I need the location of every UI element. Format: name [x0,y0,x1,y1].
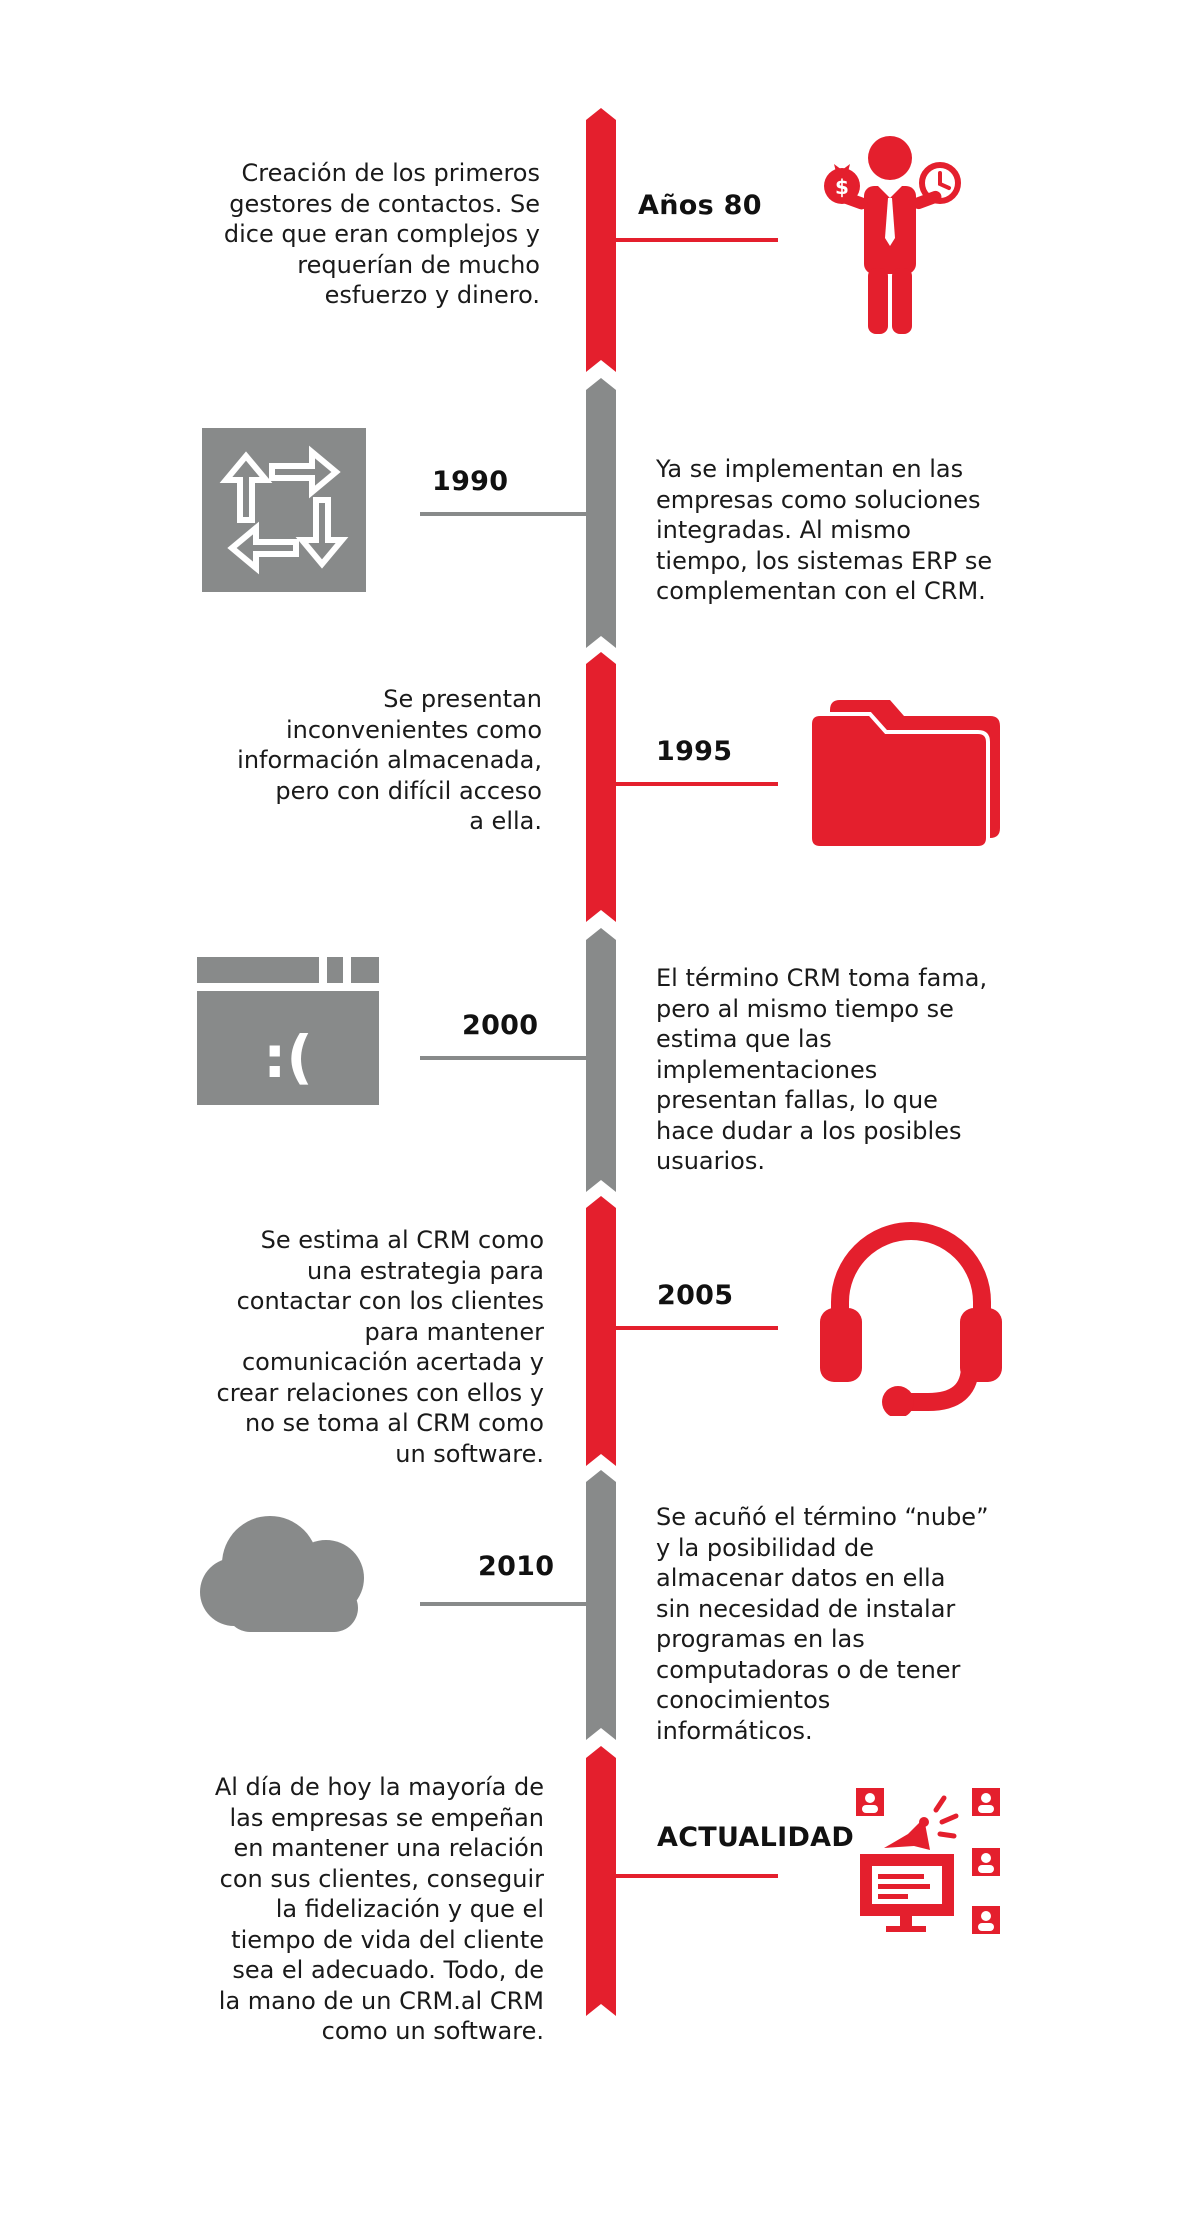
entry-description-2010: Se acuñó el término “nube” y la posibili… [656,1503,989,1745]
entry-description-actualidad: Al día de hoy la mayoría de las empresas… [214,1773,544,2045]
businessman-money-time-icon: $ [824,136,961,334]
svg-text:$: $ [835,175,849,199]
error-window-icon: :( [197,957,379,1105]
integration-arrows-icon [202,428,366,592]
period-label-2010: 2010 [478,1551,555,1582]
period-label-2000: 2000 [462,1010,539,1041]
period-label-anos-80: Años 80 [638,190,762,221]
folder-icon [808,700,1000,850]
svg-text::(: :( [263,1023,313,1091]
period-label-1995: 1995 [656,736,733,767]
timeline-segment [586,1746,616,2016]
timeline-segment [586,652,616,922]
entry-description-1990: Ya se implementan en las empresas como s… [656,455,993,605]
period-label-1990: 1990 [432,466,509,497]
cloud-icon [200,1516,364,1632]
entry-description-2000: El término CRM toma fama, pero al mismo … [656,964,988,1175]
marketing-users-icon [856,1788,1000,1934]
timeline-segment [586,378,616,648]
entry-description-1995: Se presentan inconvenientes como informa… [237,685,542,835]
timeline-segment [586,1470,616,1740]
entry-description-2005: Se estima al CRM como una estrategia par… [216,1226,544,1468]
timeline-segment [586,108,616,372]
entry-description-anos-80: Creación de los primeros gestores de con… [223,159,540,309]
headset-icon [820,1222,1002,1416]
period-label-actualidad: ACTUALIDAD [657,1822,855,1853]
period-label-2005: 2005 [657,1280,734,1311]
timeline-segment [586,928,616,1192]
timeline-segment [586,1196,616,1466]
